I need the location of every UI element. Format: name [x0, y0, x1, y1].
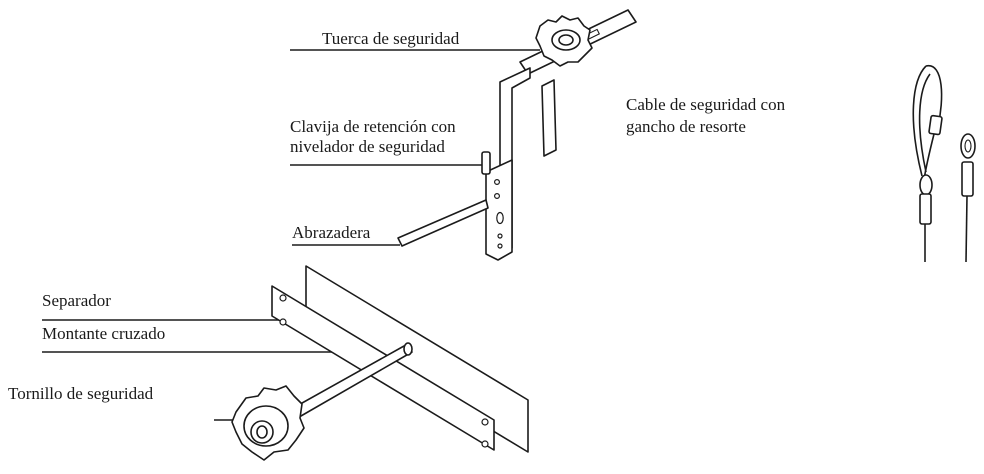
hanging-strap	[541, 79, 557, 157]
label-safety-screw: Tornillo de seguridad	[8, 384, 154, 403]
label-cross-upright: Montante cruzado	[42, 324, 166, 343]
label-safety-cable-line1: Cable de seguridad con	[626, 95, 786, 114]
retention-pin	[481, 151, 491, 175]
label-safety-cable-line2: gancho de resorte	[626, 117, 746, 136]
label-retention-pin-line1: Clavija de retención con	[290, 117, 456, 136]
label-clamp: Abrazadera	[292, 223, 371, 242]
safety-cable-with-spring-hook	[912, 65, 976, 263]
back-plate	[305, 265, 529, 453]
label-retention-pin-line2: nivelador de seguridad	[290, 137, 445, 156]
clamp-strap	[397, 199, 489, 247]
bracket-plate	[485, 159, 513, 261]
safety-screw-knob	[231, 385, 305, 461]
label-spacer: Separador	[42, 291, 111, 310]
spacer-plate-drawing	[271, 265, 529, 453]
lock-nut-knob	[535, 15, 593, 67]
label-lock-nut: Tuerca de seguridad	[322, 29, 460, 48]
